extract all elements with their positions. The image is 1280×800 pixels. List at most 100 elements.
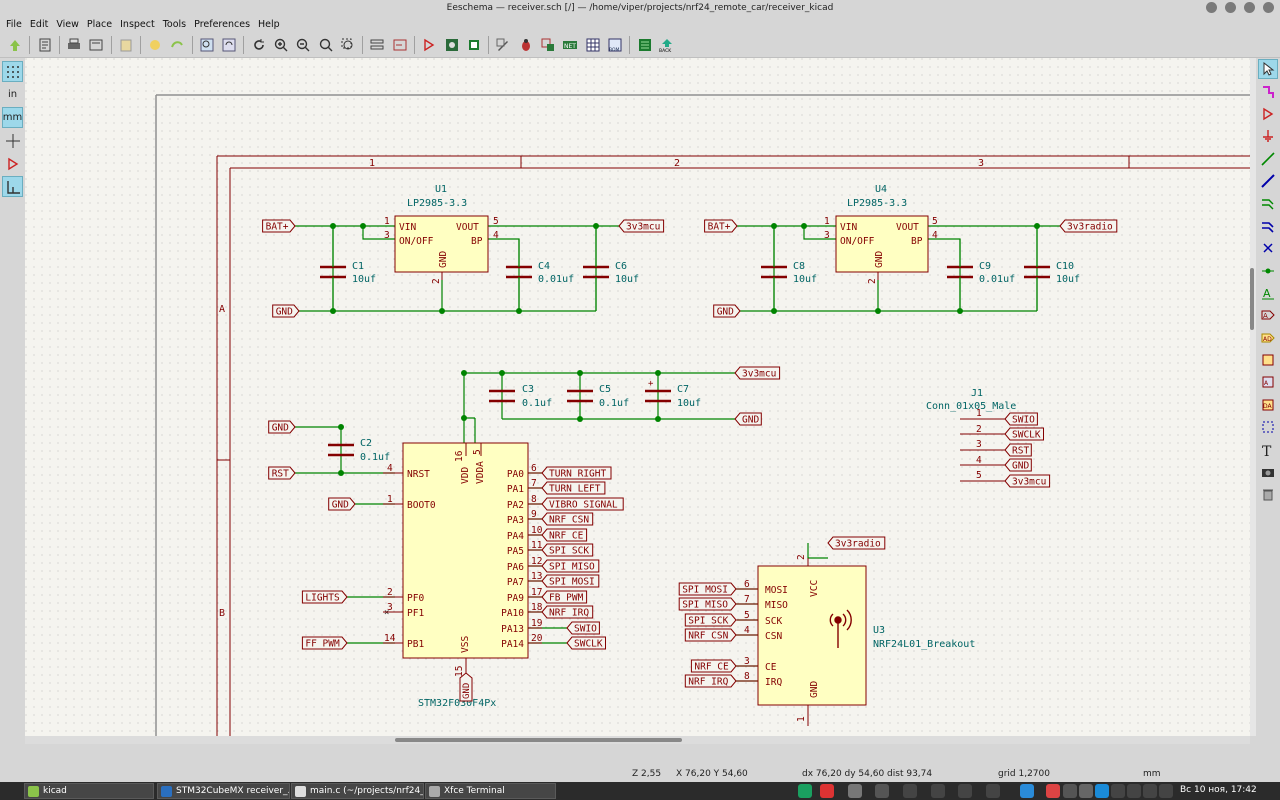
net-label-j1-swclk[interactable]: SWCLK bbox=[1012, 430, 1041, 441]
add-text-icon[interactable]: T bbox=[1258, 440, 1278, 460]
hidden-pins-icon[interactable] bbox=[2, 153, 23, 174]
c10-ref[interactable]: C10 bbox=[1056, 261, 1074, 272]
network-icon[interactable] bbox=[1127, 784, 1141, 798]
c3-ref[interactable]: C3 bbox=[522, 384, 534, 395]
c8-value[interactable]: 10uf bbox=[793, 274, 817, 285]
c7-ref[interactable]: C7 bbox=[677, 384, 689, 395]
net-label-u3-spi-mosi[interactable]: SPI_MOSI bbox=[682, 585, 728, 596]
j1-ref[interactable]: J1 bbox=[971, 388, 983, 399]
net-label-gnd-u1[interactable]: GND bbox=[276, 307, 293, 318]
add-power-icon[interactable] bbox=[1258, 126, 1278, 146]
net-label-bat-u1[interactable]: BAT+ bbox=[266, 222, 289, 233]
bluetooth-icon[interactable] bbox=[1111, 784, 1125, 798]
stm32-ref[interactable]: STM32F030F4Px bbox=[418, 698, 496, 709]
clock[interactable]: Вс 10 ноя, 17:42 bbox=[1180, 785, 1257, 795]
u4-body[interactable] bbox=[835, 215, 929, 273]
add-global-label-icon[interactable]: A bbox=[1258, 305, 1278, 325]
tray-app-icon[interactable] bbox=[798, 784, 812, 798]
add-hier-sheet-icon[interactable] bbox=[1258, 350, 1278, 370]
u3-ref[interactable]: U3 bbox=[873, 625, 885, 636]
erc-icon[interactable] bbox=[516, 35, 535, 54]
net-label-turn-left[interactable]: TURN_LEFT bbox=[549, 484, 601, 495]
add-image-icon[interactable] bbox=[1258, 462, 1278, 482]
sheet-settings-icon[interactable] bbox=[35, 35, 54, 54]
net-label-gnd-vss[interactable]: GND bbox=[462, 683, 472, 699]
net-label-spi-miso[interactable]: SPI_MISO bbox=[549, 562, 595, 573]
schematic-canvas[interactable]: 1 2 3 A B bbox=[25, 58, 1250, 736]
zoom-in-icon[interactable] bbox=[271, 35, 290, 54]
add-symbol-icon[interactable] bbox=[1258, 104, 1278, 124]
net-label-3v3radio-u4[interactable]: 3v3radio bbox=[1067, 222, 1113, 233]
zoom-out-icon[interactable] bbox=[294, 35, 313, 54]
net-label-u3-nrf-ce[interactable]: NRF_CE bbox=[694, 662, 729, 673]
c9-ref[interactable]: C9 bbox=[979, 261, 991, 272]
c5-ref[interactable]: C5 bbox=[599, 384, 611, 395]
window-up-button[interactable] bbox=[1206, 2, 1217, 13]
chrome-icon[interactable] bbox=[820, 784, 834, 798]
c9-value[interactable]: 0.01uf bbox=[979, 274, 1015, 285]
net-label-vibro-signal[interactable]: VIBRO_SIGNAL bbox=[549, 500, 618, 511]
print-icon[interactable] bbox=[64, 35, 83, 54]
tray-ws2-icon[interactable] bbox=[931, 784, 945, 798]
footprint-editor-icon[interactable] bbox=[464, 35, 483, 54]
zoom-selection-icon[interactable] bbox=[339, 35, 358, 54]
library-editor-icon[interactable] bbox=[420, 35, 439, 54]
c8-ref[interactable]: C8 bbox=[793, 261, 805, 272]
redo-icon[interactable] bbox=[168, 35, 187, 54]
u1-ref[interactable]: U1 bbox=[435, 184, 447, 195]
assign-footprints-icon[interactable] bbox=[539, 35, 558, 54]
tray-ws4-icon[interactable] bbox=[986, 784, 1000, 798]
c1-value[interactable]: 10uf bbox=[352, 274, 376, 285]
back-annotate-icon[interactable]: BACK bbox=[657, 35, 676, 54]
net-label-ff-pwm[interactable]: FF_PWM bbox=[305, 639, 340, 650]
net-label-nrf-csn[interactable]: NRF_CSN bbox=[549, 515, 589, 526]
c5-value[interactable]: 0.1uf bbox=[599, 398, 629, 409]
add-bus-icon[interactable] bbox=[1258, 171, 1278, 191]
plot-icon[interactable] bbox=[87, 35, 106, 54]
menu-preferences[interactable]: Preferences bbox=[194, 19, 251, 30]
volume-icon[interactable] bbox=[1143, 784, 1157, 798]
menu-view[interactable]: View bbox=[56, 19, 79, 30]
window-close-button[interactable] bbox=[1263, 2, 1274, 13]
annotate-icon[interactable] bbox=[494, 35, 513, 54]
tray-sync-icon[interactable] bbox=[1079, 784, 1093, 798]
window-minimize-button[interactable] bbox=[1225, 2, 1236, 13]
cursor-shape-icon[interactable] bbox=[2, 130, 23, 151]
import-sheet-pin-icon[interactable]: A bbox=[1258, 372, 1278, 392]
net-label-gnd-decoupling[interactable]: GND bbox=[742, 415, 759, 426]
net-label-j1-gnd[interactable]: GND bbox=[1012, 461, 1029, 472]
grid-toggle-icon[interactable] bbox=[2, 61, 23, 82]
add-label-icon[interactable]: A bbox=[1258, 283, 1278, 303]
find-icon[interactable] bbox=[197, 35, 216, 54]
net-label-u3-spi-miso[interactable]: SPI_MISO bbox=[682, 600, 728, 611]
pcbnew-icon[interactable] bbox=[635, 35, 654, 54]
find-replace-icon[interactable] bbox=[220, 35, 239, 54]
tray-settings-icon[interactable] bbox=[848, 784, 862, 798]
net-label-j1-swio[interactable]: SWIO bbox=[1012, 415, 1035, 426]
highlight-net-icon[interactable] bbox=[1258, 82, 1278, 102]
c3-value[interactable]: 0.1uf bbox=[522, 398, 552, 409]
wire-bus-entry-icon[interactable] bbox=[1258, 193, 1278, 213]
telegram-icon[interactable] bbox=[1020, 784, 1034, 798]
net-label-gnd-c2[interactable]: GND bbox=[272, 423, 289, 434]
c2-ref[interactable]: C2 bbox=[360, 438, 372, 449]
u4-ref[interactable]: U4 bbox=[875, 184, 887, 195]
tray-ws3-icon[interactable] bbox=[958, 784, 972, 798]
dropbox-icon[interactable] bbox=[1063, 784, 1077, 798]
net-label-u3-spi-sck[interactable]: SPI_SCK bbox=[688, 616, 728, 627]
add-wire-icon[interactable] bbox=[1258, 149, 1278, 169]
c4-value[interactable]: 0.01uf bbox=[538, 274, 574, 285]
netlist-icon[interactable]: NET bbox=[561, 35, 580, 54]
c4-ref[interactable]: C4 bbox=[538, 261, 550, 272]
paste-icon[interactable] bbox=[116, 35, 135, 54]
add-graphic-lines-icon[interactable] bbox=[1258, 417, 1278, 437]
wire-angle-icon[interactable] bbox=[2, 176, 23, 197]
c2-value[interactable]: 0.1uf bbox=[360, 452, 390, 463]
net-label-3v3mcu-u1[interactable]: 3v3mcu bbox=[626, 222, 660, 233]
undo-icon[interactable] bbox=[146, 35, 165, 54]
net-label-fb-pwm[interactable]: FB_PWM bbox=[549, 593, 584, 604]
window-maximize-button[interactable] bbox=[1244, 2, 1255, 13]
net-label-turn-right[interactable]: TURN_RIGHT bbox=[549, 469, 606, 480]
u3-value[interactable]: NRF24L01_Breakout bbox=[873, 639, 975, 650]
vertical-scrollbar[interactable] bbox=[1250, 58, 1256, 736]
